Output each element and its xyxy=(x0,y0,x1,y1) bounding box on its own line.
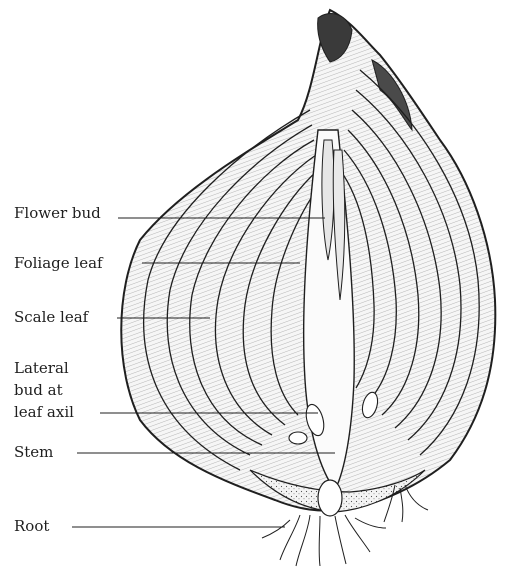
label-flower-bud: Flower bud xyxy=(14,204,101,222)
label-scale-leaf: Scale leaf xyxy=(14,308,90,326)
labels: Flower bud Foliage leaf Scale leaf Later… xyxy=(14,204,104,535)
label-lateral-line1: Lateral xyxy=(14,359,69,377)
label-lateral-line2: bud at xyxy=(14,381,63,399)
label-root: Root xyxy=(14,517,49,535)
label-foliage-leaf: Foliage leaf xyxy=(14,254,104,272)
label-stem: Stem xyxy=(14,443,53,461)
label-lateral-line3: leaf axil xyxy=(14,403,74,421)
